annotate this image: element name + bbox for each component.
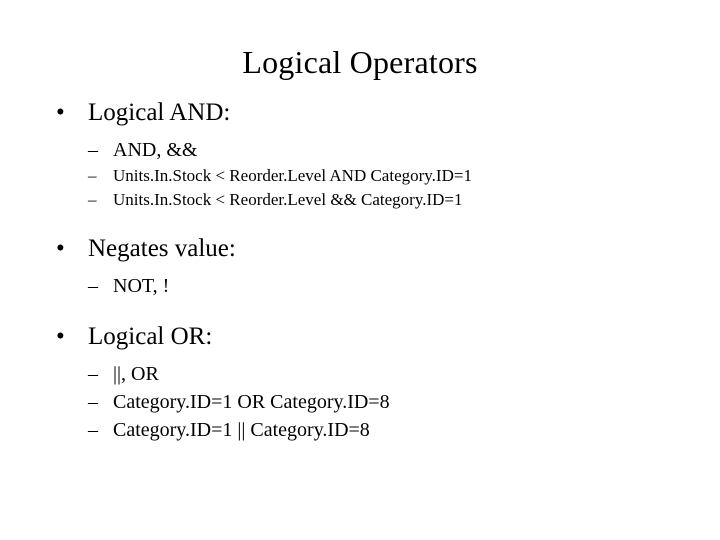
- bullet-level2[interactable]: –NOT, !: [0, 272, 720, 300]
- bullet-group: • Negates value: –NOT, !: [0, 232, 720, 300]
- bullet-level1[interactable]: • Negates value:: [0, 232, 720, 266]
- slide-body: •Logical AND:–AND, &&–Units.In.Stock < R…: [0, 96, 720, 444]
- bullet-group: •Logical OR:–||, OR–Category.ID=1 OR Cat…: [0, 320, 720, 444]
- bullet-level2-label: AND, &&: [113, 139, 198, 161]
- dash-bullet-icon: –: [88, 419, 98, 441]
- bullet-level3[interactable]: –Units.In.Stock < Reorder.Level && Categ…: [0, 188, 720, 212]
- bullet-level2[interactable]: –AND, &&: [0, 136, 720, 164]
- bullet-dot-icon: •: [56, 99, 65, 126]
- bullet-level2-label: Category.ID=1 OR Category.ID=8: [113, 391, 390, 413]
- dash-bullet-icon: –: [88, 190, 97, 209]
- bullet-level2-label: ||, OR: [113, 363, 159, 385]
- bullet-level2[interactable]: –||, OR: [0, 360, 720, 388]
- bullet-level1-label: Logical OR:: [88, 323, 213, 350]
- bullet-level3[interactable]: –Units.In.Stock < Reorder.Level AND Cate…: [0, 164, 720, 188]
- bullet-level1-label: Negates value:: [88, 235, 236, 262]
- dash-bullet-icon: –: [88, 139, 98, 161]
- bullet-level1[interactable]: • Logical OR:: [0, 320, 720, 354]
- bullet-level1-label: Logical AND:: [88, 99, 231, 126]
- bullet-group: •Logical AND:–AND, &&–Units.In.Stock < R…: [0, 96, 720, 212]
- dash-bullet-icon: –: [88, 391, 98, 413]
- dash-bullet-icon: –: [88, 275, 98, 297]
- page-title: Logical Operators: [242, 44, 478, 81]
- bullet-level1[interactable]: • Logical AND:: [0, 96, 720, 130]
- bullet-level2-label: Category.ID=1 || Category.ID=8: [113, 419, 370, 441]
- bullet-level3-label: Units.In.Stock < Reorder.Level && Catego…: [113, 190, 463, 209]
- bullet-dot-icon: •: [56, 235, 65, 262]
- bullet-dot-icon: •: [56, 323, 65, 350]
- bullet-level2-label: NOT, !: [113, 275, 170, 297]
- bullet-level3-label: Units.In.Stock < Reorder.Level AND Categ…: [113, 166, 472, 185]
- bullet-level2[interactable]: –Category.ID=1 || Category.ID=8: [0, 416, 720, 444]
- bullet-level2[interactable]: –Category.ID=1 OR Category.ID=8: [0, 388, 720, 416]
- dash-bullet-icon: –: [88, 166, 97, 185]
- dash-bullet-icon: –: [88, 363, 98, 385]
